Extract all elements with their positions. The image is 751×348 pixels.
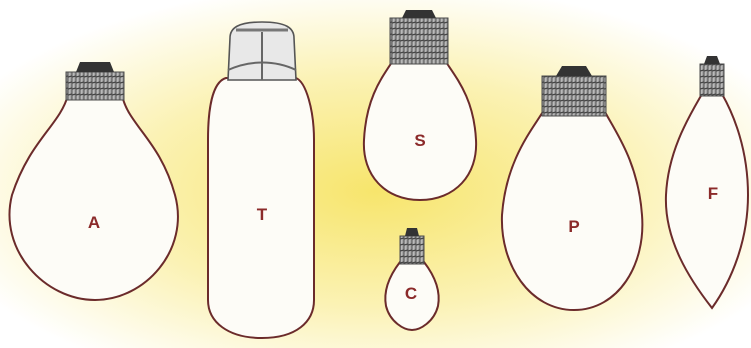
bulb-f-label: F: [708, 184, 718, 203]
bulb-s-screw-base: [390, 18, 448, 64]
bulb-p-screw-base: [542, 76, 606, 116]
bulb-s-label: S: [414, 131, 425, 150]
bulb-f-screw-base: [700, 64, 724, 96]
bulb-p-label: P: [568, 217, 579, 236]
bulb-c-screw-base: [400, 236, 424, 264]
bulb-a-screw-base: [66, 72, 124, 100]
bulb-c-label: C: [405, 284, 417, 303]
bulb-t-label: T: [257, 205, 268, 224]
bulb-a-label: A: [88, 213, 100, 232]
